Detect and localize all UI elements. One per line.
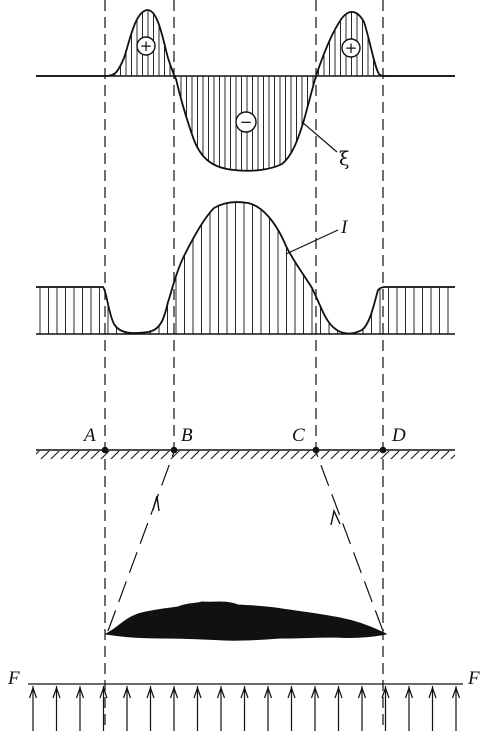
field-arrow xyxy=(287,686,296,731)
ray-right xyxy=(315,451,384,632)
field-label-left: F xyxy=(7,668,20,689)
xi-leader xyxy=(301,121,338,153)
illumination-field: F F xyxy=(7,668,480,731)
point-a-dot xyxy=(101,446,109,454)
svg-text:+: + xyxy=(140,37,153,55)
field-arrow xyxy=(146,686,155,731)
field-arrow xyxy=(216,686,226,731)
field-arrow xyxy=(381,686,390,731)
screen-hatching xyxy=(36,451,455,459)
point-d-label: D xyxy=(391,425,406,446)
intensity-graph: I xyxy=(36,201,455,335)
intensity-hatching xyxy=(39,202,449,334)
field-arrow xyxy=(357,686,367,731)
field-arrow xyxy=(122,686,132,731)
ray-right-arrow xyxy=(330,508,341,526)
intensity-label: I xyxy=(340,217,349,238)
xi-label: ξ xyxy=(339,148,349,170)
field-arrows xyxy=(28,686,461,731)
field-arrow xyxy=(428,686,437,731)
ray-left xyxy=(107,451,175,632)
ray-left-arrow xyxy=(152,495,160,512)
point-b-dot xyxy=(170,446,178,454)
field-label-right: F xyxy=(467,668,480,689)
rays xyxy=(107,451,384,632)
point-c-label: C xyxy=(292,425,305,446)
field-arrow xyxy=(404,686,414,731)
field-arrow xyxy=(263,686,273,731)
field-arrow xyxy=(193,686,202,731)
field-arrow xyxy=(99,686,108,731)
field-arrow xyxy=(169,686,179,731)
field-arrow xyxy=(240,686,249,731)
plus-sign-right: + xyxy=(341,38,361,58)
field-arrow xyxy=(75,686,85,731)
field-arrow xyxy=(52,686,61,731)
intensity-curve xyxy=(36,201,455,335)
field-arrow xyxy=(334,686,343,731)
xi-curve xyxy=(36,9,455,172)
field-arrow xyxy=(310,686,320,731)
phase-object xyxy=(104,601,388,641)
point-d-dot xyxy=(379,446,387,454)
screen: A B C D xyxy=(36,425,455,459)
svg-text:−: − xyxy=(240,113,253,131)
point-a-label: A xyxy=(82,425,96,446)
minus-sign-center: − xyxy=(235,111,257,133)
xi-hatching xyxy=(37,9,451,171)
svg-text:+: + xyxy=(345,39,358,57)
point-b-label: B xyxy=(181,425,193,446)
field-arrow xyxy=(28,686,38,731)
intensity-leader xyxy=(285,229,339,255)
plus-sign-left: + xyxy=(136,36,156,56)
field-arrow xyxy=(451,686,461,731)
xi-graph: ξ + − + xyxy=(36,9,455,172)
point-c-dot xyxy=(312,446,320,454)
